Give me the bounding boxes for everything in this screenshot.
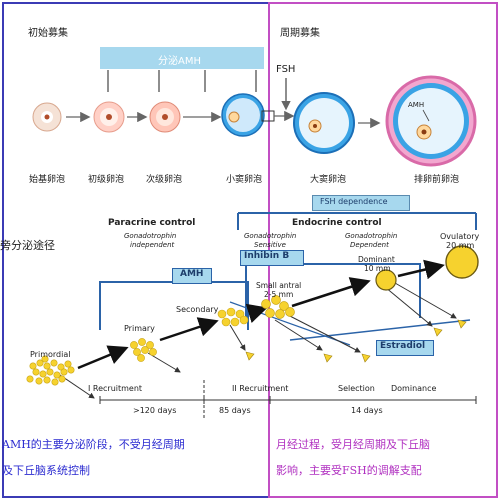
left-caption-line2: 及下丘脑系统控制 bbox=[2, 464, 90, 477]
amh-box bbox=[172, 268, 212, 284]
timeline-label-2: 85 days bbox=[219, 406, 251, 415]
recruitment-2-label: II Recruitment bbox=[232, 384, 289, 393]
fsh-dependence-label: FSH dependence bbox=[320, 197, 388, 206]
follicle-label-secondary: 次级卵泡 bbox=[146, 175, 183, 185]
small-antral-line1: Small antral bbox=[256, 281, 302, 290]
follicle-preovulatory-icon bbox=[385, 75, 477, 167]
primary-label: Primary bbox=[124, 324, 155, 333]
selection-label: Selection bbox=[338, 384, 375, 393]
amh-box-label: AMH bbox=[180, 269, 204, 279]
secondary-follicle-cluster bbox=[217, 307, 249, 327]
small-antral-line2: 2-5 mm bbox=[264, 290, 294, 299]
gonad-sensitive-line2: Sensitive bbox=[254, 241, 286, 249]
dominant-follicle bbox=[375, 269, 397, 291]
primary-follicle-cluster bbox=[130, 338, 157, 362]
gonad-dependent-line2: Dependent bbox=[350, 241, 389, 249]
estradiol-box bbox=[376, 340, 434, 356]
follicle-primary-icon bbox=[93, 101, 125, 133]
recruitment-1-label: I Recruitment bbox=[88, 384, 143, 393]
follicle-label-large-antral: 大窦卵泡 bbox=[310, 175, 347, 185]
dominant-line2: 10 mm bbox=[364, 264, 391, 273]
follicle-label-primordial: 始基卵泡 bbox=[29, 175, 66, 185]
dominant-line1: Dominant bbox=[358, 255, 395, 264]
inhibin-box-label: Inhibin B bbox=[244, 251, 290, 261]
follicle-label-primary: 初级卵泡 bbox=[88, 175, 125, 185]
endocrine-title: Endocrine control bbox=[292, 218, 382, 228]
right-header: 周期募集 bbox=[280, 28, 320, 39]
amh-secretion-label: 分泌AMH bbox=[158, 56, 201, 67]
estradiol-box-label: Estradiol bbox=[380, 341, 426, 351]
right-caption-line1: 月经过程，受月经周期及下丘脑 bbox=[276, 438, 430, 451]
ovulatory-line2: 20 mm bbox=[446, 241, 475, 250]
gonad-independent-line2: independent bbox=[130, 241, 175, 249]
left-caption-line1: AMH的主要分泌阶段，不受月经周期 bbox=[2, 438, 185, 451]
amh-secretion-box bbox=[100, 47, 264, 69]
small-antral-follicle-cluster bbox=[261, 295, 295, 319]
follicle-small-antral-icon bbox=[221, 93, 265, 137]
follicle-secondary-icon bbox=[149, 101, 181, 133]
ovulatory-follicle bbox=[445, 245, 479, 279]
follicle-stage-illustration bbox=[32, 70, 477, 167]
follicle-large-antral-icon bbox=[293, 92, 355, 154]
fsh-dependence-box bbox=[312, 195, 410, 211]
primordial-label: Primordial bbox=[30, 350, 71, 359]
gonad-independent-line1: Gonadotrophin bbox=[124, 232, 177, 240]
follicle-label-preovulatory: 排卵前卵泡 bbox=[414, 175, 460, 185]
paracrine-title: Paracrine control bbox=[108, 218, 196, 228]
secondary-label: Secondary bbox=[176, 305, 219, 314]
amh-tag: AMH bbox=[408, 101, 425, 109]
ovulatory-line1: Ovulatory bbox=[440, 232, 480, 241]
fsh-label: FSH bbox=[276, 64, 296, 75]
timeline-label-1: >120 days bbox=[133, 406, 177, 415]
side-label-paracrine: 旁分泌途径 bbox=[0, 239, 55, 252]
follicle-primordial-icon bbox=[32, 102, 62, 132]
inhibin-box bbox=[240, 250, 304, 266]
primordial-follicle-cluster bbox=[26, 355, 75, 386]
gonad-dependent-line1: Gonadotrophin bbox=[345, 232, 398, 240]
right-caption-line2: 影响，主要受FSH的调解支配 bbox=[276, 464, 422, 477]
follicle-label-small-antral: 小窦卵泡 bbox=[226, 175, 263, 185]
gonad-sensitive-line1: Gonadotrophin bbox=[244, 232, 297, 240]
timeline-label-3: 14 days bbox=[351, 406, 383, 415]
dominance-label: Dominance bbox=[391, 384, 437, 393]
left-header: 初始募集 bbox=[28, 28, 68, 39]
